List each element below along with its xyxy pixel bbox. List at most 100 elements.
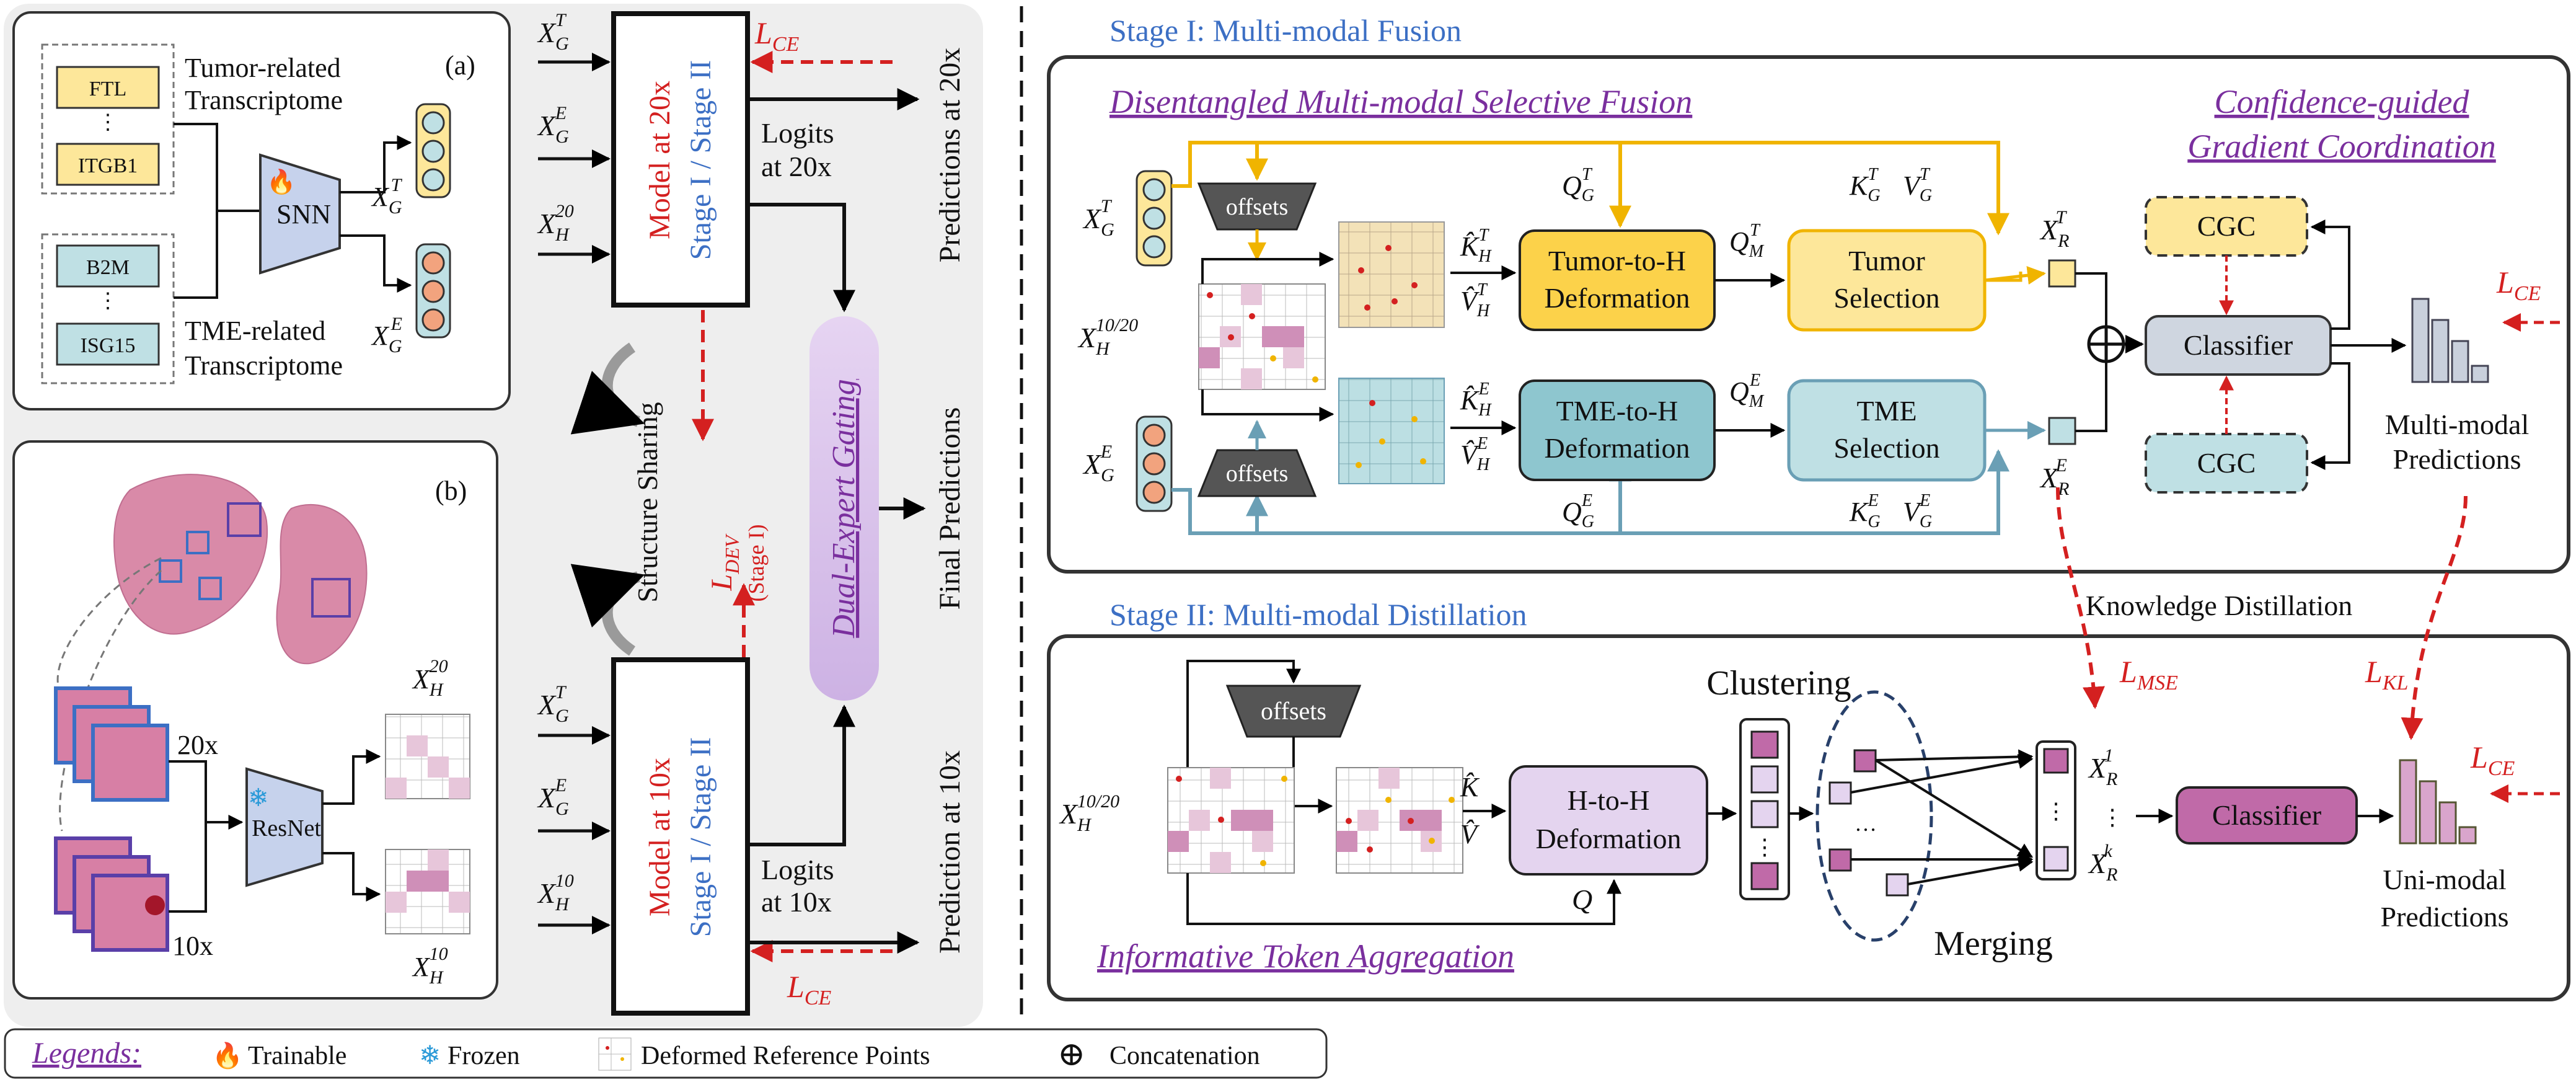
tme-sel-1: TME [1856, 395, 1917, 427]
dmsf-link: Disentangled Multi-modal Selective Fusio… [1109, 83, 1692, 120]
unimodal-prediction-bars [2399, 759, 2477, 845]
model-10x-stage: Stage I / Stage II [684, 737, 717, 938]
hh-deform-2: Deformation [1535, 823, 1681, 854]
legend: Legends: 🔥 Trainable ❄ Frozen Deformed R… [4, 1028, 1328, 1079]
whole-slide-image [113, 474, 368, 665]
gene-box-b2m [56, 244, 160, 288]
mag-10x-label: 10x [172, 931, 213, 961]
tumor-sel-1: Tumor [1848, 245, 1925, 277]
tme-label-2: Transcriptome [185, 350, 343, 381]
l-ce-bottom: LCE [787, 969, 831, 1009]
svg-text:K̂HE: K̂HE [1460, 379, 1492, 420]
gene-ellipsis-tme: ⋮ [97, 290, 118, 313]
model-20x-stage: Stage I / Stage II [684, 60, 717, 260]
svg-text:XGT: XGT [1082, 196, 1114, 240]
svg-text:V̂: V̂ [1460, 819, 1480, 849]
patches-20x [54, 686, 169, 802]
gene-itgb1: ITGB1 [78, 154, 138, 177]
ita-link: Informative Token Aggregation [1096, 938, 1514, 975]
logits-10x-2: at 10x [761, 886, 832, 918]
xr-tumor-token [2048, 259, 2076, 288]
logits-20x-1: Logits [761, 117, 834, 149]
svg-text:XRE: XRE [2039, 455, 2069, 499]
tme-label-1: TME-related [185, 316, 325, 346]
tme-token-vector [415, 243, 451, 339]
svg-text:XGE: XGE [537, 775, 569, 819]
uni-pred-2: Predictions [2381, 901, 2509, 933]
svg-text:⋮: ⋮ [2101, 805, 2124, 830]
xh-grid-stage1 [1198, 283, 1326, 390]
mm-pred-2: Predictions [2393, 443, 2521, 475]
clustering-label: Clustering [1706, 664, 1851, 703]
snowflake-icon: ❄ [248, 784, 269, 812]
legend-frozen: Frozen [448, 1042, 520, 1070]
tme-sel-2: Selection [1833, 432, 1939, 464]
cgc-bottom-label: CGC [2197, 447, 2256, 479]
svg-text:K̂: K̂ [1460, 772, 1480, 802]
tme-deform-1: TME-to-H [1556, 395, 1678, 427]
svg-text:XGE: XGE [371, 314, 402, 357]
pred-10x-label: Prediction at 10x [933, 750, 966, 954]
flame-icon: 🔥 [267, 168, 296, 195]
stage1-title: Stage I: Multi-modal Fusion [1109, 13, 1462, 48]
svg-text:…: … [1855, 811, 1877, 836]
snowflake-icon: ❄ [419, 1042, 441, 1070]
tumor-deform-1: Tumor-to-H [1548, 245, 1686, 277]
legend-concat: Concatenation [1109, 1042, 1260, 1070]
panel-a-label: (a) [445, 50, 475, 81]
svg-text:QME: QME [1729, 371, 1765, 411]
resnet-label: ResNet [252, 815, 321, 841]
legend-deformed: Deformed Reference Points [641, 1042, 930, 1070]
feature-grid-20x [385, 714, 470, 799]
gene-box-itgb1 [56, 143, 160, 186]
patches-10x [54, 836, 169, 952]
structure-sharing-label: Structure Sharing [632, 402, 663, 602]
offsets-tumor [1197, 182, 1317, 231]
pred-20x-label: Predictions at 20x [933, 48, 966, 263]
flame-icon: 🔥 [212, 1041, 243, 1070]
multimodal-prediction-bars [2411, 298, 2489, 383]
legend-trainable: Trainable [248, 1042, 346, 1070]
merged-token-column: ⋮ [2036, 740, 2076, 880]
q-label: Q [1572, 884, 1592, 915]
svg-text:⋮: ⋮ [1753, 835, 1776, 859]
svg-text:XGT: XGT [371, 175, 403, 218]
deformed-grid-tme [1338, 378, 1445, 484]
svg-text:⋮: ⋮ [2045, 799, 2067, 823]
svg-text:VGE: VGE [1903, 491, 1932, 531]
snn-label: SNN [276, 199, 331, 229]
mag-20x-label: 20x [177, 730, 218, 760]
legend-title: Legends: [32, 1037, 141, 1070]
hh-deform-1: H-to-H [1568, 784, 1650, 816]
panel-b: (b) 20x 10x ❄ Re [12, 440, 498, 1000]
xh-grid-stage2 [1167, 767, 1295, 874]
tumor-token-vector [415, 103, 451, 198]
panel-b-label: (b) [435, 476, 467, 506]
tumor-deform-2: Deformation [1544, 282, 1690, 314]
offsets-stage2 [1225, 685, 1362, 738]
offsets-tme-label: offsets [1226, 461, 1289, 487]
structure-sharing-arrows [570, 342, 645, 656]
tumor-label-1: Tumor-related [185, 53, 341, 83]
mm-pred-1: Multi-modal [2385, 409, 2530, 440]
offsets-tme [1197, 449, 1317, 497]
gene-box-ftl [56, 66, 160, 109]
gene-ellipsis-tumor: ⋮ [97, 111, 118, 134]
gene-b2m: B2M [86, 256, 130, 279]
deformed-grid-tumor [1338, 221, 1445, 328]
svg-text:XGE: XGE [1082, 441, 1114, 486]
panel-a: (a) FTL ⋮ ITGB1 Tumor-related Transcript… [12, 11, 511, 410]
gene-box-isg15 [56, 322, 160, 366]
logits-10x-1: Logits [761, 854, 834, 885]
concat-icon: ⊕ [1057, 1035, 1085, 1073]
model-20x-box [611, 11, 750, 308]
offsets-tumor-label: offsets [1226, 194, 1289, 220]
gating-label: Dual-Expert Gating [826, 379, 862, 638]
merging-label: Merging [1934, 925, 2053, 963]
stage2: Stage II: Multi-modal Distillation Knowl… [1047, 487, 2570, 1001]
grid-points-icon [598, 1037, 632, 1071]
cgc-top-label: CGC [2197, 210, 2256, 242]
stage1: Stage I: Multi-modal Fusion Disentangled… [1047, 13, 2570, 574]
tme-deform-2: Deformation [1544, 432, 1690, 464]
